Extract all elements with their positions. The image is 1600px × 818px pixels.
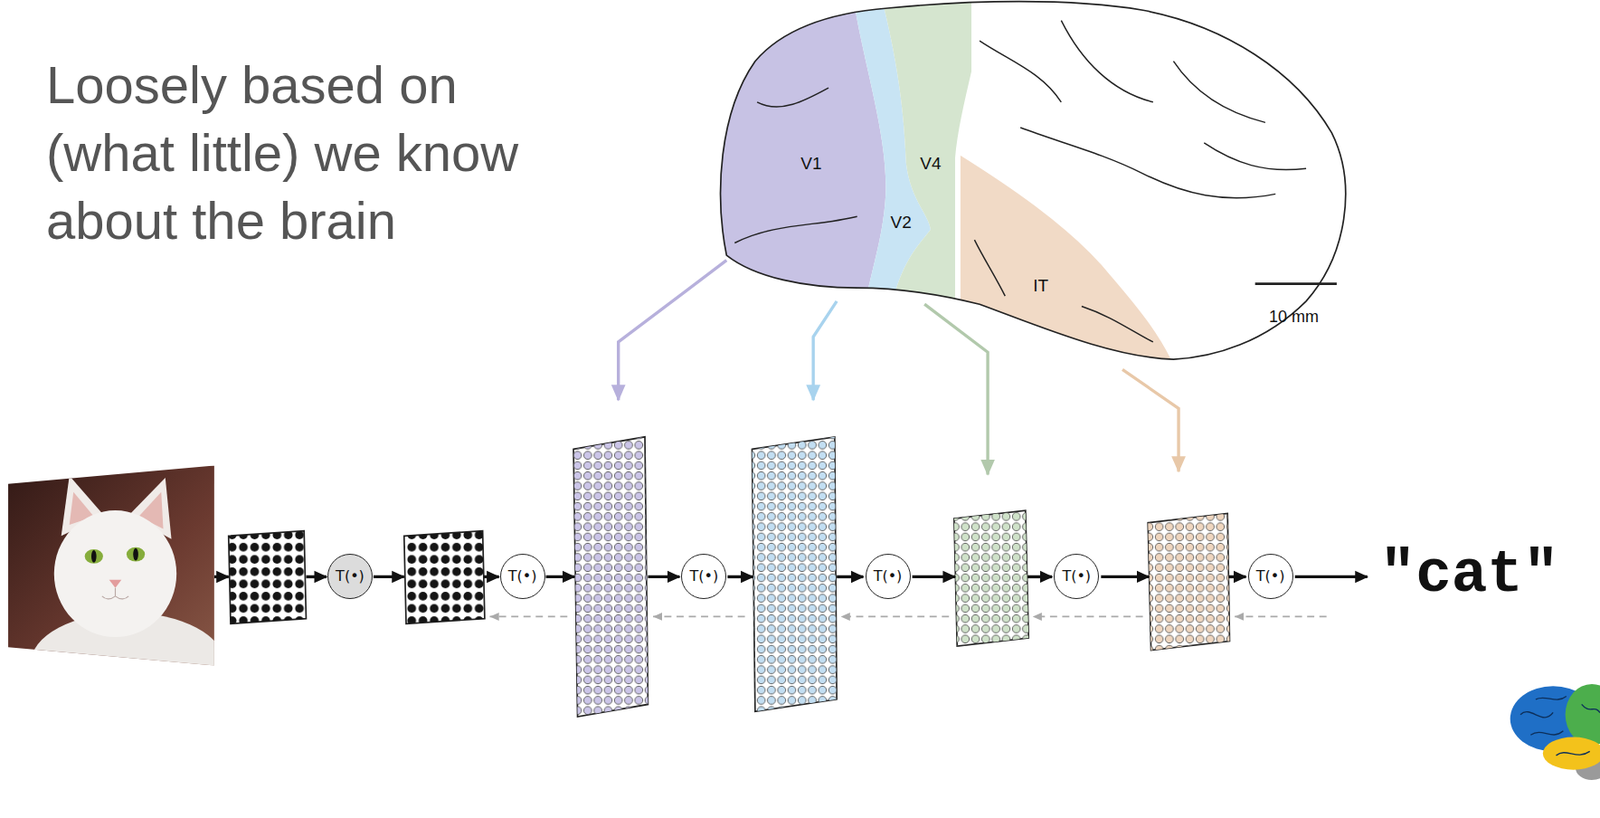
transform-circle: T(•) bbox=[1053, 553, 1099, 599]
layer-grid bbox=[228, 530, 307, 625]
output-label: "cat" bbox=[1380, 540, 1560, 609]
sulcus-line bbox=[1203, 142, 1307, 171]
v4-region bbox=[879, 0, 972, 317]
sulcus-line bbox=[974, 239, 1005, 296]
area-label: V4 bbox=[919, 153, 941, 174]
it-region bbox=[958, 152, 1179, 373]
leader-arrow bbox=[813, 301, 837, 400]
feedback-arrow bbox=[1032, 615, 1144, 618]
cat-pupil bbox=[91, 549, 97, 563]
forward-arrow bbox=[546, 575, 576, 578]
layer-grid-dots bbox=[954, 510, 1029, 646]
forward-arrow bbox=[305, 575, 327, 578]
forward-arrow bbox=[912, 575, 956, 578]
transform-label: T(•) bbox=[1256, 568, 1286, 585]
brain-fill bbox=[703, 0, 1378, 378]
brain-regions bbox=[703, 0, 1378, 378]
v1-region bbox=[703, 0, 886, 317]
transform-label: T(•) bbox=[690, 568, 720, 585]
cat-head bbox=[54, 510, 177, 637]
scale-label: 10 mm bbox=[1268, 306, 1319, 326]
transform-circle: T(•) bbox=[327, 553, 373, 599]
cat-mouth bbox=[102, 587, 129, 599]
feedback-arrow bbox=[1234, 615, 1327, 618]
forward-arrow bbox=[836, 575, 863, 578]
scale-bar bbox=[1255, 282, 1337, 285]
forward-arrow bbox=[1228, 575, 1246, 578]
forward-arrow bbox=[1100, 575, 1149, 578]
brain-icon bbox=[1510, 683, 1600, 780]
feedback-arrow bbox=[841, 615, 950, 618]
forward-arrow bbox=[1295, 575, 1368, 578]
transform-label: T(•) bbox=[508, 568, 538, 585]
sulcus-line bbox=[1173, 61, 1266, 124]
transform-label: T(•) bbox=[873, 568, 903, 585]
transform-circle: T(•) bbox=[865, 553, 911, 599]
forward-arrow bbox=[483, 575, 500, 578]
transform-label: T(•) bbox=[335, 568, 365, 585]
sulcus-line bbox=[1060, 20, 1154, 103]
layer-grid-dots bbox=[1147, 512, 1230, 650]
sulcus-line bbox=[757, 87, 829, 107]
layer-grid-dots bbox=[228, 530, 307, 625]
forward-arrow bbox=[647, 575, 680, 578]
leader-arrow bbox=[1122, 369, 1179, 472]
transform-circle: T(•) bbox=[1248, 553, 1294, 599]
transform-label: T(•) bbox=[1061, 568, 1091, 585]
brain-outline bbox=[720, 1, 1346, 360]
forward-arrow bbox=[1027, 575, 1052, 578]
feedback-arrow bbox=[653, 615, 746, 618]
cat-pupil bbox=[132, 548, 139, 561]
forward-arrow bbox=[727, 575, 753, 578]
transform-circle: T(•) bbox=[681, 553, 727, 599]
feedback-arrow bbox=[490, 615, 569, 618]
transform-circle: T(•) bbox=[500, 553, 546, 599]
area-label: V1 bbox=[800, 153, 822, 174]
area-label: V2 bbox=[890, 212, 912, 233]
layer-grid bbox=[751, 436, 837, 711]
layer-grid-dots bbox=[751, 436, 837, 711]
icon-parietal bbox=[1565, 683, 1600, 746]
forward-arrow bbox=[373, 575, 405, 578]
slide-title: Loosely based on (what little) we know a… bbox=[46, 50, 550, 255]
cat-eye bbox=[126, 547, 145, 562]
area-label: IT bbox=[1032, 275, 1049, 296]
sulcus-line bbox=[1081, 305, 1154, 341]
sulcus-line bbox=[979, 40, 1061, 103]
layer-grid bbox=[1147, 512, 1230, 650]
sulcus-line bbox=[734, 216, 857, 243]
cat-eye bbox=[85, 549, 104, 564]
sulcus-line bbox=[1020, 127, 1276, 199]
layer-grid bbox=[573, 436, 648, 717]
feedback-arrows bbox=[490, 615, 1327, 618]
forward-arrows bbox=[214, 575, 1368, 578]
cat-nose bbox=[109, 579, 123, 588]
scaled-art bbox=[0, 0, 1600, 780]
layer-grid-dots bbox=[573, 436, 648, 717]
forward-arrow bbox=[214, 575, 229, 578]
layer-grid bbox=[404, 530, 485, 625]
layer-grid-dots bbox=[404, 530, 485, 625]
icon-gyri bbox=[1520, 695, 1600, 755]
leader-arrow bbox=[618, 260, 728, 401]
leader-arrow bbox=[924, 303, 988, 474]
layer-grid bbox=[954, 510, 1029, 646]
cat-photo bbox=[0, 459, 225, 715]
brain-sulci bbox=[734, 20, 1307, 342]
